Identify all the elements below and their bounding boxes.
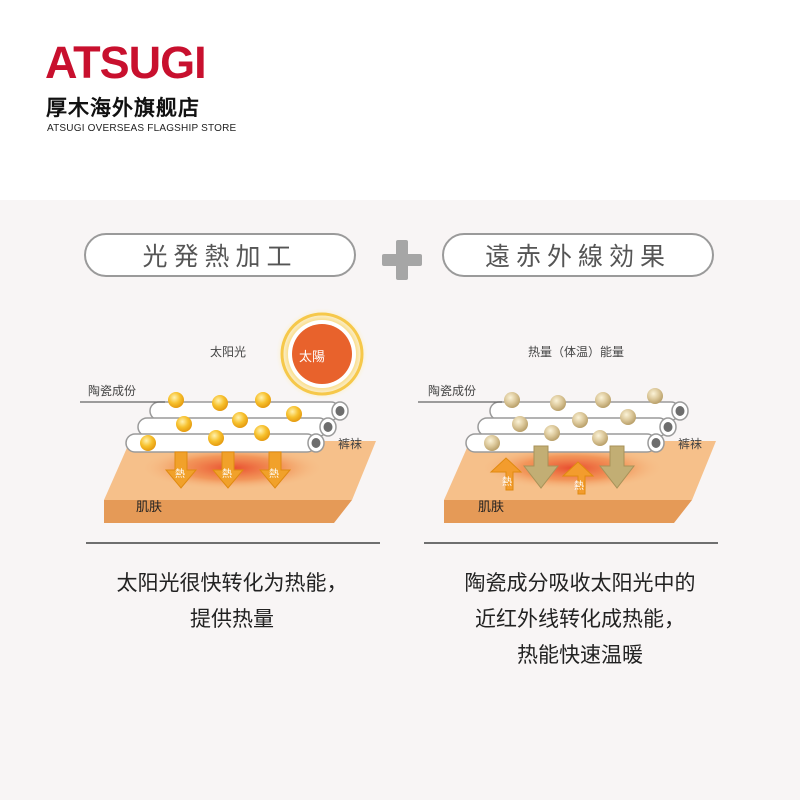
sunlight-label: 太阳光 xyxy=(210,345,247,359)
heat-arrow-down-icon xyxy=(164,451,292,489)
caption-line: 陶瓷成分吸收太阳光中的 xyxy=(464,571,696,595)
caption-line: 近红外线转化成热能， xyxy=(475,607,685,631)
store-name-cn: 厚木海外旗舰店 xyxy=(46,96,200,120)
heat-glyph: 熱 xyxy=(574,481,584,492)
store-header: ATSUGI 厚木海外旗舰店 ATSUGI OVERSEAS FLAGSHIP … xyxy=(0,0,800,200)
heat-glyph: 熱 xyxy=(502,477,512,488)
sun-badge-label: 太陽 xyxy=(299,350,326,365)
skin-label: 肌肤 xyxy=(478,500,505,515)
caption-line: 提供热量 xyxy=(190,607,274,631)
product-feature-panel: 光発熱加工 遠赤外線効果 xyxy=(0,200,800,800)
ceramic-label: 陶瓷成份 xyxy=(88,384,137,398)
energy-label: 热量（体温）能量 xyxy=(528,345,625,359)
caption-far-infrared: 陶瓷成分吸收太阳光中的 近红外线转化成热能， 热能快速温暖 xyxy=(400,565,760,673)
feature-title-far-infrared: 遠赤外線効果 xyxy=(442,233,714,277)
caption-line: 太阳光很快转化为热能， xyxy=(116,571,348,595)
caption-light-heating: 太阳光很快转化为热能， 提供热量 xyxy=(52,565,412,637)
divider-left xyxy=(86,542,380,544)
caption-line: 热能快速温暖 xyxy=(517,643,643,667)
brand-logo: ATSUGI xyxy=(45,37,207,88)
heat-glyph: 熱 xyxy=(175,469,185,480)
heat-glyph: 熱 xyxy=(269,469,279,480)
stocking-label: 裤袜 xyxy=(678,437,703,451)
ceramic-particles xyxy=(484,388,663,451)
diagram-far-infrared: 热量（体温）能量 陶瓷成份 裤袜 熱 熱 肌肤 xyxy=(400,300,800,540)
store-name-en: ATSUGI OVERSEAS FLAGSHIP STORE xyxy=(47,123,237,134)
heat-glyph: 熱 xyxy=(222,469,232,480)
feature-title-light-heating: 光発熱加工 xyxy=(84,233,356,277)
heat-arrow-down-icon xyxy=(522,445,636,489)
diagram-light-heating: 太阳光 太陽 陶瓷成份 裤袜 熱 熱 熱 肌肤 xyxy=(0,300,400,540)
heat-arrow-up-icon xyxy=(489,457,595,495)
skin-label: 肌肤 xyxy=(136,500,163,515)
plus-icon xyxy=(382,240,422,280)
ceramic-label: 陶瓷成份 xyxy=(428,384,477,398)
sun-icon xyxy=(276,308,368,400)
stocking-fibers xyxy=(465,401,689,453)
stocking-label: 裤袜 xyxy=(338,437,363,451)
divider-right xyxy=(424,542,718,544)
ceramic-particles xyxy=(140,392,302,451)
